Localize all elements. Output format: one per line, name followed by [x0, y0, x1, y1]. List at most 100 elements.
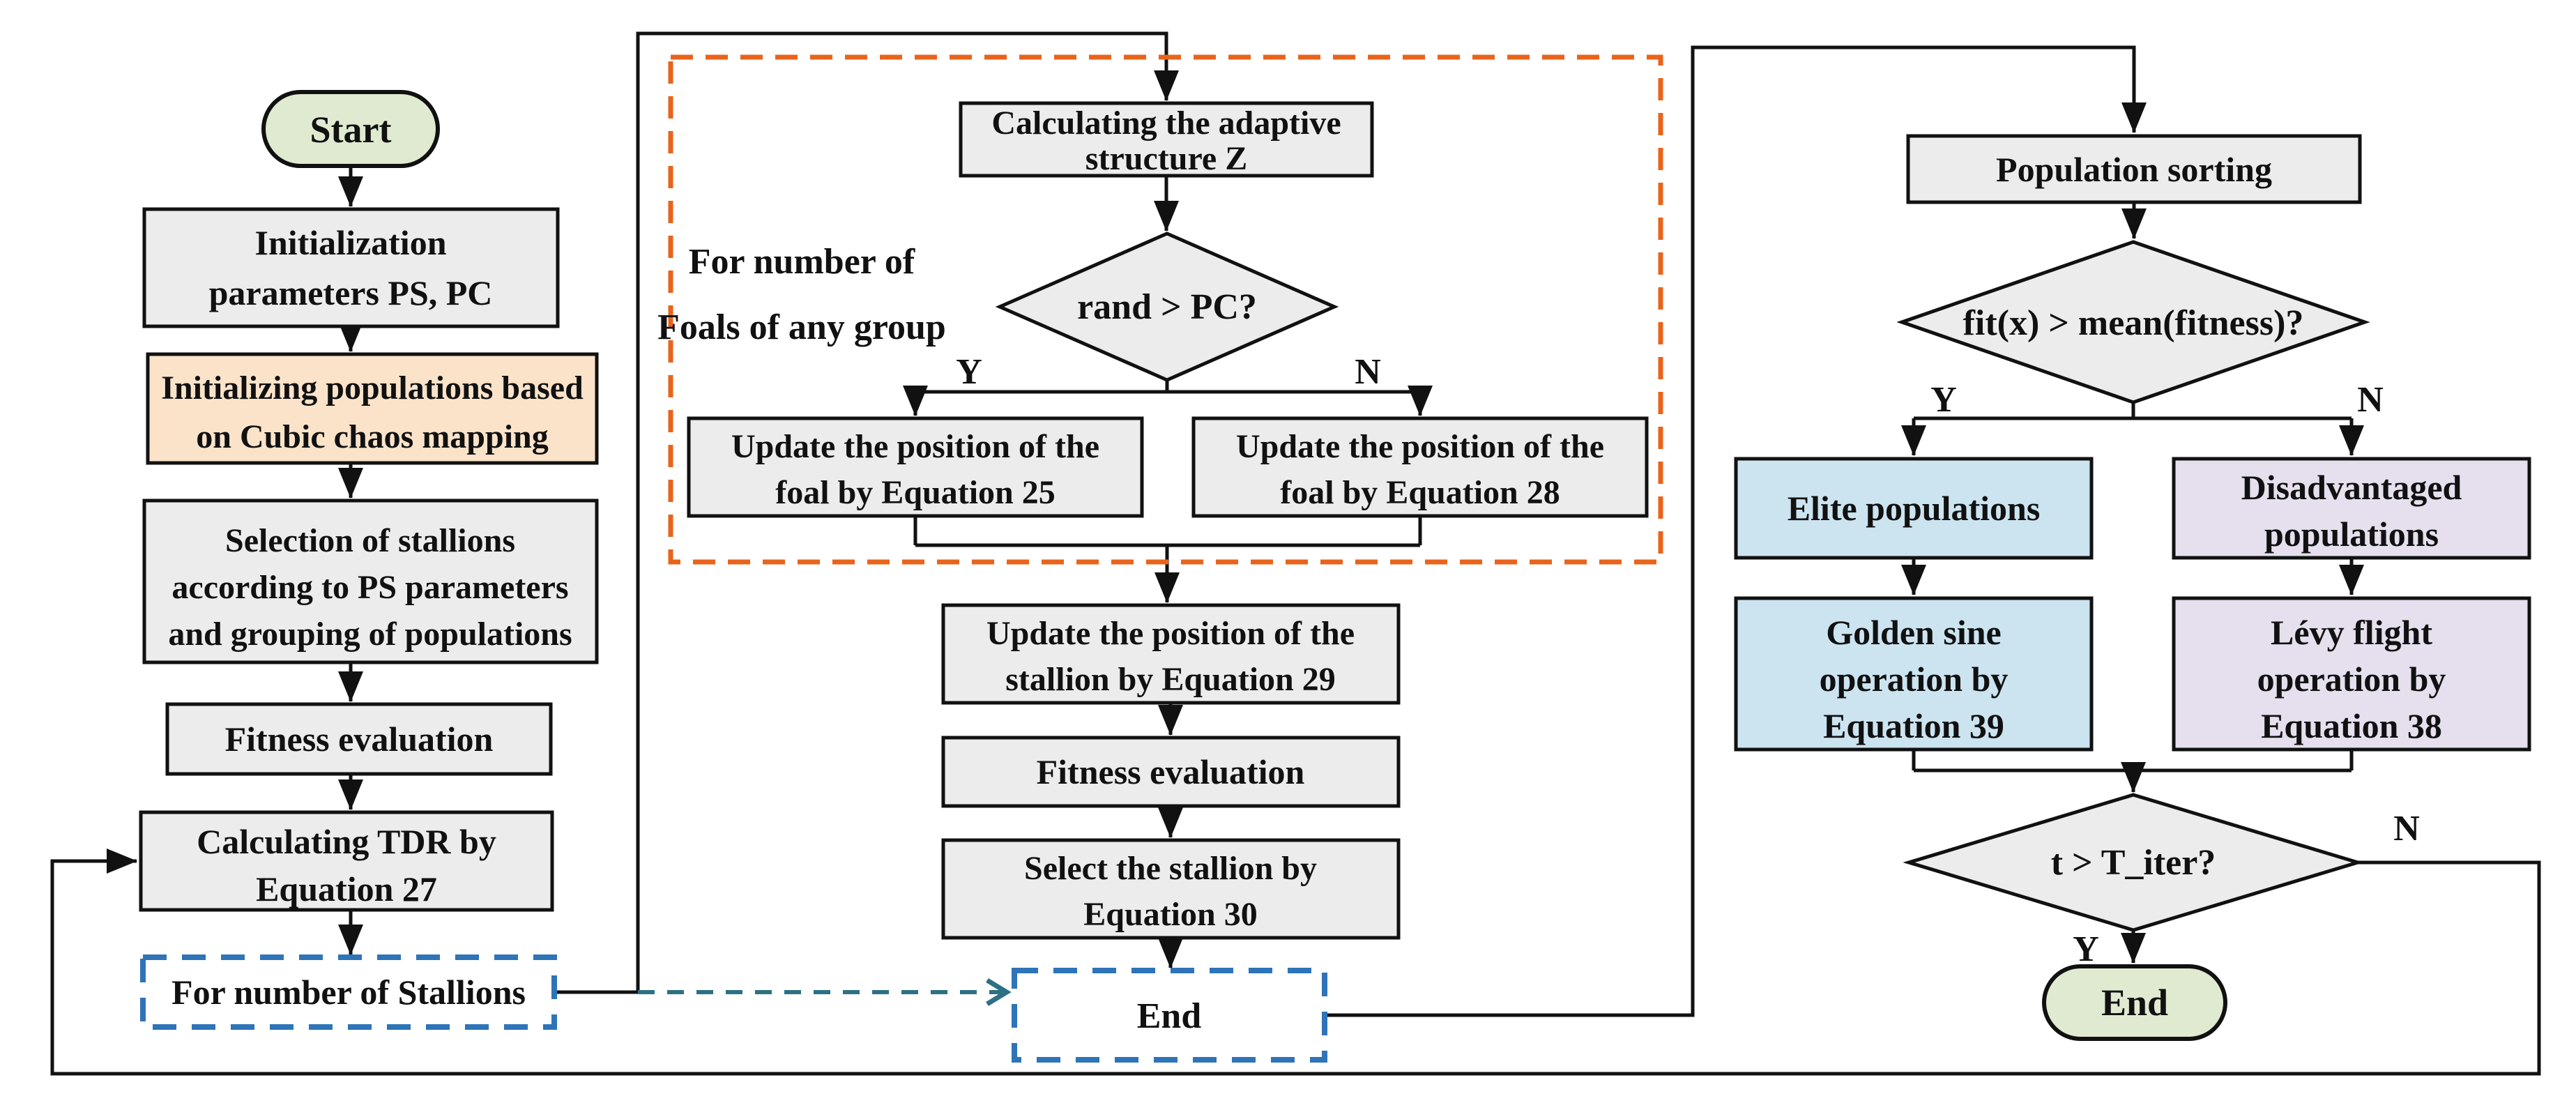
t-iter-diamond: [1903, 793, 2364, 932]
fitness1-label: Fitness evaluation: [225, 720, 494, 759]
init-populations-shape: [146, 352, 599, 465]
start-label: Start: [310, 109, 392, 151]
end-foal-loop-label: End: [1137, 996, 1202, 1036]
connector-right-merge-bar: [1912, 750, 2354, 773]
calc-adaptive-label: Calculating the adaptive: [991, 105, 1341, 142]
calc-adaptive-shape: [959, 101, 1374, 178]
decision-fit-mean: fit(x) > mean(fitness)? Y N: [1896, 240, 2384, 420]
connector-randpc-split-bar: [915, 380, 1420, 394]
end-label: End: [2101, 982, 2168, 1024]
fit-mean-diamond: [1896, 240, 2370, 404]
foal-loop-dashed-border: [668, 54, 1663, 565]
elite-label: Elite populations: [1788, 489, 2041, 528]
t-iter-label: t > T_iter?: [2051, 843, 2216, 883]
connector-titer-no-iteration-loop: [50, 849, 2541, 1076]
golden-sine-shape: [1734, 596, 2094, 752]
select-stallion-label: Select the stallion by: [1024, 850, 1317, 887]
node-disadvantaged-populations: Disadvantaged populations: [2172, 457, 2531, 560]
node-levy-flight: Lévy flight operation by Equation 38: [2172, 596, 2531, 752]
node-end: End: [2042, 964, 2227, 1041]
decision-t-iter: t > T_iter? Y N: [1903, 793, 2420, 969]
decision-rand-pc: rand > PC? Y N: [956, 231, 1381, 392]
foal-loop-label: For number of: [689, 242, 915, 282]
update-stallion-shape: [941, 603, 1401, 705]
end-foal-loop-dashed-shape: [1012, 968, 1327, 1063]
population-sorting-label: Population sorting: [1996, 150, 2272, 189]
t-iter-no-label: N: [2393, 809, 2420, 849]
update-foal-eq25-shape: [687, 416, 1144, 518]
connector-fitmean-split-bar: [1914, 402, 2352, 420]
node-selection-of-stallions: Selection of stallions according to PS p…: [142, 499, 599, 664]
node-elite-populations: Elite populations: [1734, 457, 2094, 560]
foal-loop-label: Foals of any group: [657, 307, 946, 347]
rand-pc-yes-label: Y: [956, 352, 982, 392]
update-foal-eq25-label: Update the position of the: [731, 428, 1099, 465]
t-iter-yes-label: Y: [2073, 929, 2099, 969]
node-population-sorting: Population sorting: [1906, 134, 2362, 204]
node-update-foal-eq28: Update the position of the foal by Equat…: [1191, 416, 1649, 518]
update-foal-eq28-label: Update the position of the: [1236, 428, 1604, 465]
connector-riser-to-adaptive: [636, 31, 1179, 992]
node-start: Start: [261, 90, 440, 168]
node-update-stallion-eq29: Update the position of the stallion by E…: [941, 603, 1401, 705]
start-shape: [261, 90, 440, 168]
rand-pc-diamond: [995, 231, 1339, 382]
update-foal-eq28-label: foal by Equation 28: [1280, 474, 1560, 511]
selection-label: according to PS parameters: [172, 569, 568, 606]
levy-flight-shape: [2172, 596, 2531, 752]
node-init-populations-cubic-chaos: Initializing populations based on Cubic …: [146, 352, 599, 465]
init-params-shape: [142, 207, 560, 328]
golden-sine-label: Golden sine: [1826, 613, 2001, 652]
fitness2-shape: [941, 736, 1401, 808]
node-for-number-of-stallions: For number of Stallions: [140, 954, 557, 1030]
calc-adaptive-label: structure Z: [1085, 140, 1247, 177]
connector-endloop-to-popsort: [1325, 45, 2147, 1017]
calc-tdr-label: Calculating TDR by: [197, 822, 496, 861]
node-end-foal-loop: End: [1012, 968, 1327, 1063]
levy-flight-label: Lévy flight: [2271, 613, 2432, 652]
fit-mean-label: fit(x) > mean(fitness)?: [1963, 303, 2304, 343]
node-select-stallion: Select the stallion by Equation 30: [941, 838, 1401, 940]
connector-foal-merge-bar: [913, 516, 1422, 547]
selection-shape: [142, 499, 599, 664]
population-sorting-shape: [1906, 134, 2362, 204]
rand-pc-label: rand > PC?: [1077, 287, 1257, 327]
node-calc-adaptive-structure: Calculating the adaptive structure Z: [959, 101, 1374, 178]
rand-pc-no-label: N: [1355, 352, 1381, 392]
init-params-label: Initialization: [254, 223, 446, 262]
selection-label: and grouping of populations: [168, 616, 572, 653]
golden-sine-label: Equation 39: [1823, 706, 2004, 745]
selection-label: Selection of stallions: [225, 522, 515, 559]
stallion-loop-label: For number of Stallions: [172, 973, 526, 1012]
node-fitness-evaluation-2: Fitness evaluation: [941, 736, 1401, 808]
select-stallion-label: Equation 30: [1083, 896, 1257, 933]
connectors: [50, 31, 2541, 1076]
fit-mean-yes-label: Y: [1930, 380, 1957, 420]
fitness2-label: Fitness evaluation: [1037, 752, 1305, 791]
calc-tdr-label: Equation 27: [256, 869, 437, 908]
init-populations-label: Initializing populations based: [161, 370, 584, 406]
elite-shape: [1734, 457, 2094, 560]
foal-loop-region: For number of Foals of any group: [657, 54, 1663, 565]
node-fitness-evaluation-1: Fitness evaluation: [165, 702, 553, 776]
init-populations-label: on Cubic chaos mapping: [196, 418, 548, 455]
golden-sine-label: operation by: [1820, 660, 2009, 699]
calc-tdr-shape: [139, 810, 554, 912]
update-foal-eq28-shape: [1191, 416, 1649, 518]
disadvantaged-label: Disadvantaged: [2241, 468, 2462, 507]
update-foal-eq25-label: foal by Equation 25: [775, 474, 1055, 511]
init-params-label: parameters PS, PC: [209, 273, 493, 312]
node-calculating-tdr: Calculating TDR by Equation 27: [139, 810, 554, 912]
disadvantaged-label: populations: [2264, 515, 2439, 554]
select-stallion-shape: [941, 838, 1401, 940]
stallion-loop-dashed-shape: [140, 954, 557, 1030]
end-shape: [2042, 964, 2227, 1041]
node-update-foal-eq25: Update the position of the foal by Equat…: [687, 416, 1144, 518]
update-stallion-label: Update the position of the: [986, 615, 1355, 652]
node-golden-sine: Golden sine operation by Equation 39: [1734, 596, 2094, 752]
update-stallion-label: stallion by Equation 29: [1005, 661, 1335, 698]
fit-mean-no-label: N: [2357, 380, 2384, 420]
levy-flight-label: operation by: [2257, 660, 2446, 699]
